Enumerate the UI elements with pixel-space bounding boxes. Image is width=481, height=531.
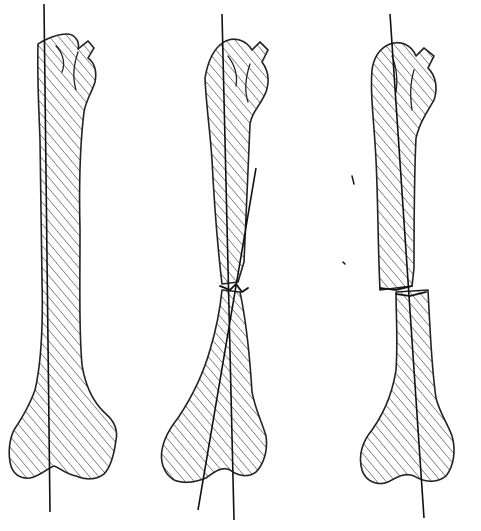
displaced-lower-fragment — [360, 290, 454, 484]
panel-angulated-fracture — [162, 14, 269, 520]
panel-displaced-fracture — [343, 14, 454, 518]
stray-tick-mark — [352, 176, 354, 184]
panel-normal-bone — [9, 4, 116, 512]
displaced-upper-fragment — [371, 43, 436, 290]
stray-dot-mark — [343, 262, 345, 264]
angulated-lower-fragment — [162, 290, 267, 482]
intact-bone-shape — [9, 34, 116, 479]
